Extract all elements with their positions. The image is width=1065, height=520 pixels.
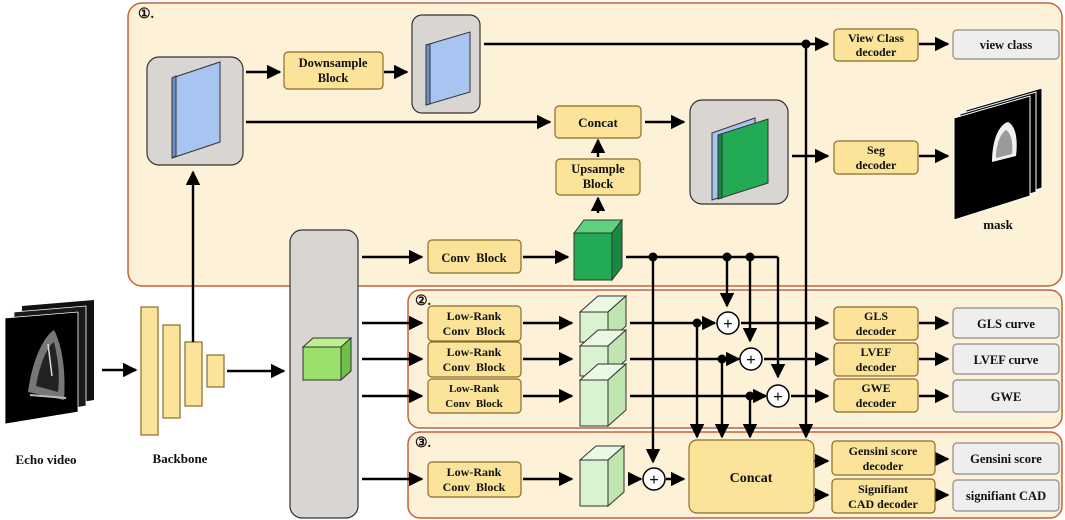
lowrank-conv-block-3: Low-Rank Conv Block <box>427 378 522 414</box>
svg-text:Conv Block: Conv Block <box>443 360 506 374</box>
section-3-label: ③. <box>415 436 431 451</box>
svg-text:Low-Rank: Low-Rank <box>447 309 502 323</box>
svg-text:Gensini score: Gensini score <box>970 452 1042 466</box>
section-2-label: ②. <box>415 294 431 309</box>
svg-text:decoder: decoder <box>856 360 897 374</box>
signifiant-cad-output: signifiant CAD <box>952 479 1060 512</box>
svg-text:GWE: GWE <box>991 390 1022 404</box>
svg-text:decoder: decoder <box>856 396 897 410</box>
svg-text:Concat: Concat <box>730 471 773 486</box>
svg-text:Block: Block <box>318 71 349 85</box>
svg-text:Upsample: Upsample <box>571 162 625 176</box>
svg-text:+: + <box>773 387 783 406</box>
cad-decoder: Signifiant CAD decoder <box>831 478 936 514</box>
svg-text:decoder: decoder <box>863 459 904 473</box>
svg-text:GLS curve: GLS curve <box>977 317 1035 331</box>
seg-decoder: Seg decoder <box>833 140 919 175</box>
svg-text:decoder: decoder <box>856 324 897 338</box>
gls-curve-output: GLS curve <box>952 307 1060 339</box>
svg-text:CAD decoder: CAD decoder <box>848 497 918 511</box>
svg-text:Block: Block <box>583 177 614 191</box>
feature-map-blue-small <box>425 31 471 106</box>
svg-text:Conv Block: Conv Block <box>445 398 503 410</box>
svg-text:Low-Rank: Low-Rank <box>447 465 502 479</box>
svg-text:view class: view class <box>980 38 1033 52</box>
svg-text:View Class: View Class <box>848 31 904 45</box>
echo-video-frames <box>4 300 94 425</box>
svg-text:Conv Block: Conv Block <box>443 324 506 338</box>
svg-text:signifiant CAD: signifiant CAD <box>966 489 1046 503</box>
feature-cube-pale-3 <box>578 444 626 508</box>
downsample-block: Downsample Block <box>283 51 384 90</box>
lowrank-conv-block-1: Low-Rank Conv Block <box>427 305 522 342</box>
gwe-decoder: GWE decoder <box>833 378 919 413</box>
svg-text:Low-Rank: Low-Rank <box>449 383 500 395</box>
svg-text:Low-Rank: Low-Rank <box>447 345 502 359</box>
gensini-score-output: Gensini score <box>952 442 1060 475</box>
lowrank-conv-block-4: Low-Rank Conv Block <box>427 461 522 498</box>
upsample-block: Upsample Block <box>555 158 641 196</box>
svg-text:Concat: Concat <box>578 115 618 130</box>
mask-label: mask <box>983 217 1013 232</box>
svg-text:+: + <box>723 314 733 333</box>
svg-text:Seg: Seg <box>867 143 885 157</box>
plus-node-lvef: + <box>739 347 763 371</box>
lvef-decoder: LVEF decoder <box>833 342 919 377</box>
svg-text:Downsample: Downsample <box>299 56 368 70</box>
plus-node-gwe: + <box>766 384 790 408</box>
gwe-output: GWE <box>952 379 1060 413</box>
plus-node-gls: + <box>716 311 740 335</box>
lowrank-conv-block-2: Low-Rank Conv Block <box>427 341 522 378</box>
feature-map-concat <box>711 117 769 201</box>
backbone-label: Backbone <box>153 451 208 466</box>
conv-block: Conv Block <box>427 239 522 274</box>
backbone-layers <box>140 306 225 436</box>
svg-text:Signifiant: Signifiant <box>858 482 908 496</box>
svg-text:GWE: GWE <box>861 381 890 395</box>
svg-text:+: + <box>649 470 659 489</box>
view-class-output: view class <box>952 29 1060 60</box>
view-class-decoder: View Class decoder <box>833 28 919 62</box>
concat-top-block: Concat <box>554 105 642 139</box>
svg-text:LVEF: LVEF <box>861 345 892 359</box>
feature-map-blue-large <box>171 61 221 159</box>
plus-node-section3: + <box>642 467 666 491</box>
gensini-score-decoder: Gensini score decoder <box>831 440 936 476</box>
svg-text:+: + <box>746 350 756 369</box>
lvef-curve-output: LVEF curve <box>952 343 1060 375</box>
gls-decoder: GLS decoder <box>833 306 919 341</box>
svg-text:decoder: decoder <box>856 45 897 59</box>
feature-stack-pale <box>578 294 628 428</box>
concat-bottom-block: Concat <box>688 439 815 514</box>
svg-text:GLS: GLS <box>864 309 888 323</box>
svg-text:decoder: decoder <box>856 158 897 172</box>
svg-text:Gensini score: Gensini score <box>849 444 918 458</box>
feature-cube-dark-green <box>572 218 624 282</box>
junction-dots <box>648 39 811 401</box>
svg-text:LVEF curve: LVEF curve <box>974 353 1039 367</box>
mask-image-stack <box>953 87 1043 221</box>
shared-feature-cube <box>301 336 353 382</box>
svg-text:Conv Block: Conv Block <box>443 480 506 494</box>
svg-text:Conv Block: Conv Block <box>441 251 506 265</box>
echo-video-label: Echo video <box>15 452 76 467</box>
section-1-label: ①. <box>138 7 154 22</box>
